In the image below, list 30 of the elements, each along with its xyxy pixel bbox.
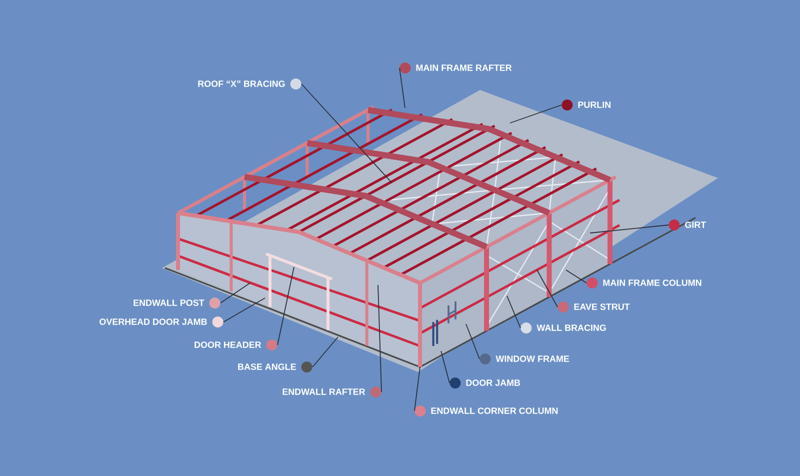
leader-line xyxy=(220,282,250,304)
leader-line xyxy=(590,224,669,234)
leader-line xyxy=(440,350,450,384)
leader-line xyxy=(466,324,480,360)
leader-line xyxy=(312,336,338,368)
callout-label: BASE ANGLE xyxy=(238,362,312,372)
callout-label: ROOF “X” BRACING xyxy=(198,78,302,90)
leader-line xyxy=(414,366,420,412)
callout-label: PURLIN xyxy=(562,100,610,110)
callout-label: DOOR HEADER xyxy=(194,340,278,350)
callout-label: MAIN FRAME RAFTER xyxy=(400,62,512,74)
callout-label: MAIN FRAME COLUMN xyxy=(586,278,702,288)
callout-label: WALL BRACING xyxy=(520,322,606,334)
callout-label: ENDWALL POST xyxy=(134,298,220,308)
callout-label: ENDWALL CORNER COLUMN xyxy=(414,406,558,416)
leader-line xyxy=(506,296,521,328)
leader-line xyxy=(510,104,562,124)
leader-line xyxy=(223,298,266,322)
callout-label: EAVE STRUT xyxy=(558,302,630,312)
leader-line xyxy=(277,266,294,346)
leader-line xyxy=(301,84,392,184)
callout-label: WINDOW FRAME xyxy=(480,354,570,364)
callout-label: ENDWALL RAFTER xyxy=(282,386,382,398)
callout-label: GIRT xyxy=(668,220,706,230)
callout-label: OVERHEAD DOOR JAMB xyxy=(100,316,224,328)
leader-line xyxy=(399,68,406,108)
leader-line xyxy=(536,270,558,308)
leader-line xyxy=(378,284,382,392)
callout-label: DOOR JAMB xyxy=(450,378,520,388)
leader-line xyxy=(566,270,587,284)
